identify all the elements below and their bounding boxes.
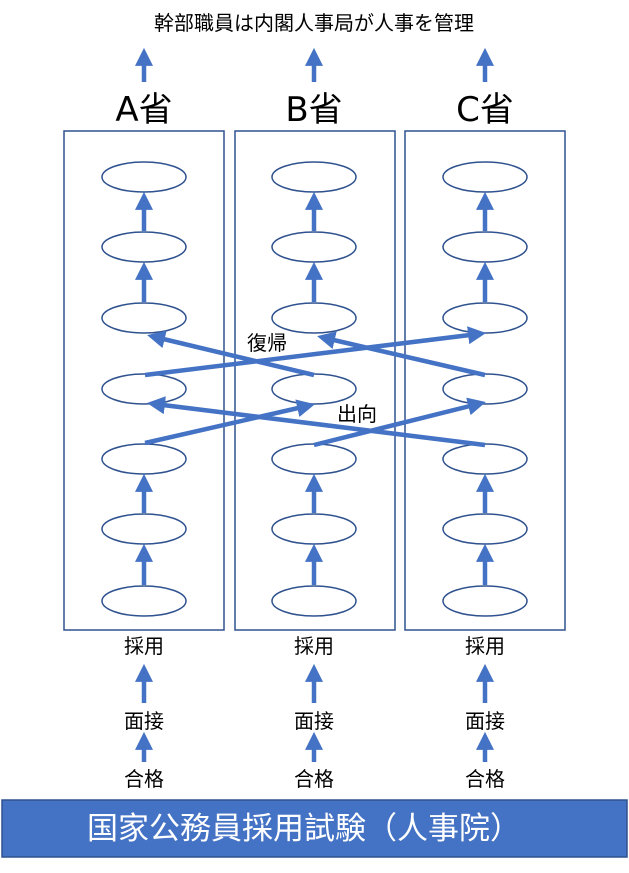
position-node bbox=[101, 585, 187, 617]
pass-label: 合格 bbox=[465, 767, 505, 791]
ministry-box bbox=[234, 130, 396, 631]
position-node bbox=[442, 231, 528, 263]
position-node bbox=[442, 513, 528, 545]
diagram-title: 幹部職員は内閣人事局が人事を管理 bbox=[154, 11, 474, 35]
return-arrow bbox=[317, 331, 486, 378]
secondment-arrow bbox=[313, 397, 486, 448]
position-node bbox=[271, 231, 357, 263]
position-node bbox=[442, 161, 528, 193]
ministry-label: C省 bbox=[456, 90, 514, 130]
interview-label: 面接 bbox=[124, 709, 164, 733]
position-node bbox=[442, 443, 528, 475]
hire-label: 採用 bbox=[465, 634, 505, 658]
transfer-arrow bbox=[144, 326, 487, 378]
secondment-label: 出向 bbox=[337, 402, 377, 426]
return-arrow bbox=[147, 330, 315, 378]
ministry-box bbox=[63, 130, 225, 631]
position-node bbox=[101, 513, 187, 545]
secondment-arrow bbox=[144, 399, 315, 446]
exam-banner-text: 国家公務員採用試験（人事院） bbox=[87, 811, 521, 847]
return-label: 復帰 bbox=[247, 331, 287, 355]
ministry-label: B省 bbox=[285, 90, 342, 130]
interview-label: 面接 bbox=[465, 709, 505, 733]
position-node bbox=[271, 161, 357, 193]
position-node bbox=[271, 513, 357, 545]
position-node bbox=[271, 373, 357, 405]
position-node bbox=[271, 585, 357, 617]
hire-label: 採用 bbox=[124, 634, 164, 658]
pass-label: 合格 bbox=[294, 767, 334, 791]
position-node bbox=[101, 373, 187, 405]
pass-label: 合格 bbox=[124, 767, 164, 791]
interview-label: 面接 bbox=[294, 709, 334, 733]
position-node bbox=[442, 302, 528, 334]
position-node bbox=[442, 373, 528, 405]
position-node bbox=[101, 302, 187, 334]
position-node bbox=[101, 443, 187, 475]
ministry-box bbox=[404, 130, 566, 631]
hire-label: 採用 bbox=[294, 634, 334, 658]
position-node bbox=[271, 302, 357, 334]
exam-banner bbox=[1, 799, 628, 858]
position-node bbox=[101, 161, 187, 193]
ministry-label: A省 bbox=[115, 90, 172, 130]
position-node bbox=[442, 585, 528, 617]
position-node bbox=[101, 231, 187, 263]
position-node bbox=[271, 443, 357, 475]
return-arrow bbox=[146, 396, 486, 448]
